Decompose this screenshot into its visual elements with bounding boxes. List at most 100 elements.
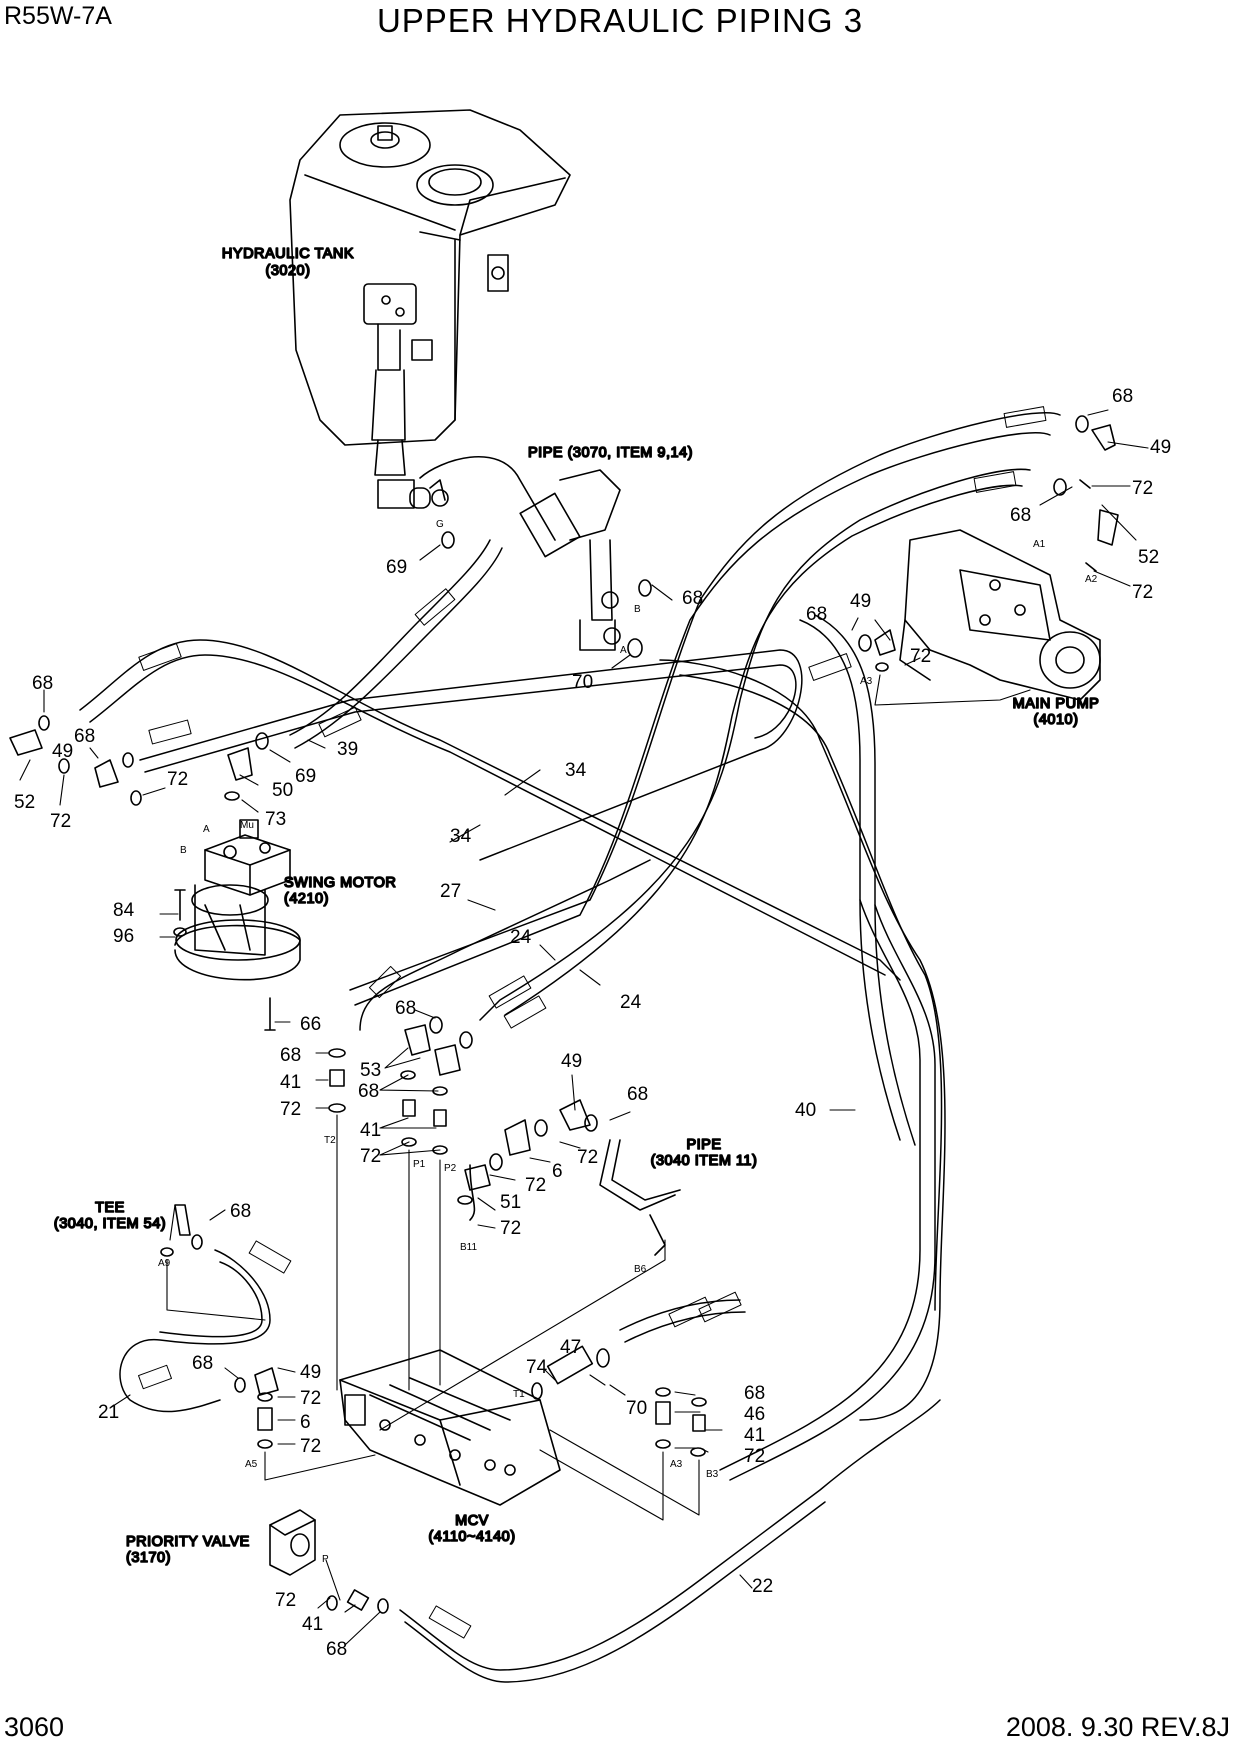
part-72: 72 (500, 1218, 521, 1239)
mcv (339, 1349, 561, 1506)
part-49: 49 (1150, 437, 1171, 458)
part-68: 68 (395, 998, 416, 1019)
swing-motor (174, 819, 301, 981)
fittings (9, 415, 1119, 1614)
port-B: B (180, 845, 187, 856)
page-number: 3060 (4, 1712, 65, 1742)
port-G: G (436, 519, 444, 530)
port-P: P (322, 1554, 329, 1565)
part-41: 41 (360, 1120, 381, 1141)
part-22: 22 (752, 1576, 773, 1597)
hydraulic-tank-label: HYDRAULIC TANK (222, 246, 354, 262)
part-24: 24 (620, 992, 642, 1013)
part-68: 68 (1112, 386, 1133, 407)
part-41: 41 (280, 1072, 301, 1093)
swing-motor-label: SWING MOTOR (284, 875, 396, 891)
port-A3: A3 (670, 1459, 683, 1470)
part-72: 72 (275, 1590, 296, 1611)
part-70: 70 (572, 672, 593, 693)
part-68: 68 (32, 673, 53, 694)
part-72: 72 (525, 1175, 546, 1196)
priority-valve-ref: (3170) (126, 1550, 171, 1566)
part-number-labels: 68 49 72 68 52 72 69 68 70 68 49 72 68 4… (14, 386, 1171, 1660)
port-P1: P1 (413, 1159, 426, 1170)
pipe-3040-ref: (3040 ITEM 11) (651, 1153, 758, 1169)
port-P2: P2 (444, 1163, 457, 1174)
part-6: 6 (300, 1412, 311, 1433)
priority-valve (269, 1509, 316, 1576)
part-72: 72 (280, 1099, 301, 1120)
part-68: 68 (1010, 505, 1031, 526)
part-96: 96 (113, 926, 134, 947)
part-68: 68 (326, 1639, 347, 1660)
part-39: 39 (337, 739, 358, 760)
hoses (79, 412, 1061, 1683)
tee-ref: (3040, ITEM 54) (54, 1216, 166, 1232)
port-A9: A9 (158, 1258, 171, 1269)
part-51: 51 (500, 1192, 521, 1213)
port-T1: T1 (513, 1389, 525, 1400)
port-labels: G B A A1 A2 A3 A B Mu T2 P1 P2 B11 A9 B6… (158, 519, 1098, 1565)
port-B11: B11 (460, 1242, 477, 1253)
part-47: 47 (560, 1337, 581, 1358)
leader-lines (19, 409, 1149, 1646)
swing-motor-ref: (4210) (284, 891, 329, 907)
part-52: 52 (1138, 547, 1159, 568)
part-50: 50 (272, 780, 293, 801)
part-68: 68 (806, 604, 827, 625)
part-68: 68 (230, 1201, 251, 1222)
port-T2: T2 (324, 1135, 336, 1146)
priority-valve-label: PRIORITY VALVE (126, 1534, 250, 1550)
part-72: 72 (577, 1147, 598, 1168)
part-72: 72 (910, 646, 931, 667)
port-A: A (203, 824, 210, 835)
pipe-3070 (419, 455, 621, 651)
part-68: 68 (74, 726, 95, 747)
part-73: 73 (265, 809, 286, 830)
part-74: 74 (526, 1357, 548, 1378)
part-49: 49 (850, 591, 871, 612)
part-84: 84 (113, 900, 135, 921)
hose-sleeves (138, 406, 1047, 1639)
part-72: 72 (1132, 478, 1153, 499)
part-70: 70 (626, 1398, 647, 1419)
tee-label: TEE (95, 1200, 125, 1216)
part-46: 46 (744, 1404, 765, 1425)
model-code: R55W-7A (4, 2, 112, 30)
part-34: 34 (565, 760, 587, 781)
hydraulic-tank-ref: (3020) (266, 263, 311, 279)
part-72: 72 (300, 1436, 321, 1457)
port-A5: A5 (245, 1459, 258, 1470)
revision-date: 2008. 9.30 REV.8J (1005, 1712, 1230, 1742)
part-41: 41 (744, 1425, 765, 1446)
part-49: 49 (561, 1051, 582, 1072)
part-53: 53 (360, 1060, 381, 1081)
port-B6: B6 (634, 1264, 647, 1275)
main-pump (899, 529, 1101, 701)
main-pump-ref: (4010) (1034, 712, 1079, 728)
part-27: 27 (440, 881, 461, 902)
part-69: 69 (386, 557, 407, 578)
part-72: 72 (300, 1388, 321, 1409)
part-41: 41 (302, 1614, 323, 1635)
part-69: 69 (295, 766, 316, 787)
page-title: UPPER HYDRAULIC PIPING 3 (376, 2, 864, 39)
port-A2: A2 (1085, 574, 1098, 585)
pipe-3040-label: PIPE (686, 1137, 721, 1153)
port-A: A (620, 645, 627, 656)
part-49: 49 (52, 741, 73, 762)
port-A3: A3 (860, 676, 873, 687)
part-68: 68 (192, 1353, 213, 1374)
part-68: 68 (627, 1084, 648, 1105)
port-B3: B3 (706, 1469, 719, 1480)
part-68: 68 (280, 1045, 301, 1066)
part-68: 68 (358, 1081, 379, 1102)
part-21: 21 (98, 1402, 119, 1423)
port-Mu: Mu (240, 820, 254, 831)
part-52: 52 (14, 792, 35, 813)
port-B: B (634, 604, 641, 615)
part-34: 34 (450, 826, 472, 847)
port-A1: A1 (1033, 539, 1046, 550)
mcv-ref: (4110~4140) (428, 1529, 515, 1545)
